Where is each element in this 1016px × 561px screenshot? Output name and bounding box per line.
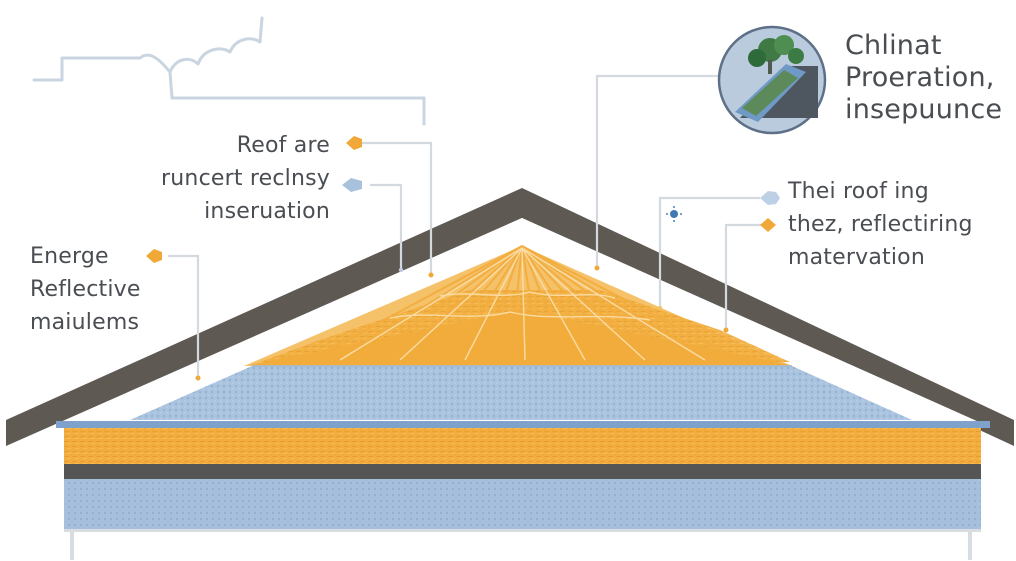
roof-insulation-line3: inseruation: [204, 199, 330, 224]
climate-protection-line1: Chlinat: [845, 30, 942, 61]
roofing-reflect-label: Thei roof ing thez, reflectiring materva…: [788, 175, 973, 274]
wall-base-line: [64, 529, 981, 532]
left-wall-post: [70, 532, 74, 560]
ceiling-blue-strip: [56, 421, 990, 428]
cloud-outline-icon: [32, 16, 426, 126]
orange-arrow-marker: [346, 136, 362, 150]
blue-arrow-marker: [760, 191, 780, 205]
roofing-reflect-line3: matervation: [788, 245, 925, 270]
blue-base-layer: [64, 479, 981, 529]
blue-batt-insulation: [130, 366, 912, 420]
reflective-insulation-layer: [244, 245, 792, 366]
energy-reflective-line1: Energe: [30, 244, 109, 269]
sun-marker-icon: [666, 206, 682, 222]
dark-membrane-layer: [64, 464, 981, 479]
leader-lines: [168, 74, 766, 378]
blue-arrow-marker: [342, 178, 362, 192]
roofing-reflect-line2: thez, reflectiring: [788, 212, 973, 237]
roofing-reflect-line1: Thei roof ing: [788, 179, 929, 204]
climate-protection-line2: Proeration,: [845, 62, 995, 93]
energy-reflective-label: Energe Reflective maiulems: [30, 240, 141, 339]
climate-protection-label: Chlinat Proeration, insepuunce: [845, 30, 1002, 126]
right-wall-post: [968, 532, 972, 560]
energy-reflective-line3: maiulems: [30, 310, 140, 335]
roof-insulation-line1: Reof are: [236, 133, 330, 158]
roof-insulation-label: Reof are runcert reclnsy inseruation: [0, 129, 330, 228]
leader-endpoints: [195, 265, 729, 381]
orange-arrow-marker: [760, 218, 776, 232]
plant-roof-badge-icon: [717, 25, 827, 135]
energy-reflective-line2: Reflective: [30, 277, 141, 302]
orange-arrow-marker: [146, 249, 162, 263]
climate-protection-line3: insepuunce: [845, 94, 1003, 125]
orange-insulation-layer: [64, 428, 981, 464]
roof-insulation-line2: runcert reclnsy: [161, 166, 330, 191]
